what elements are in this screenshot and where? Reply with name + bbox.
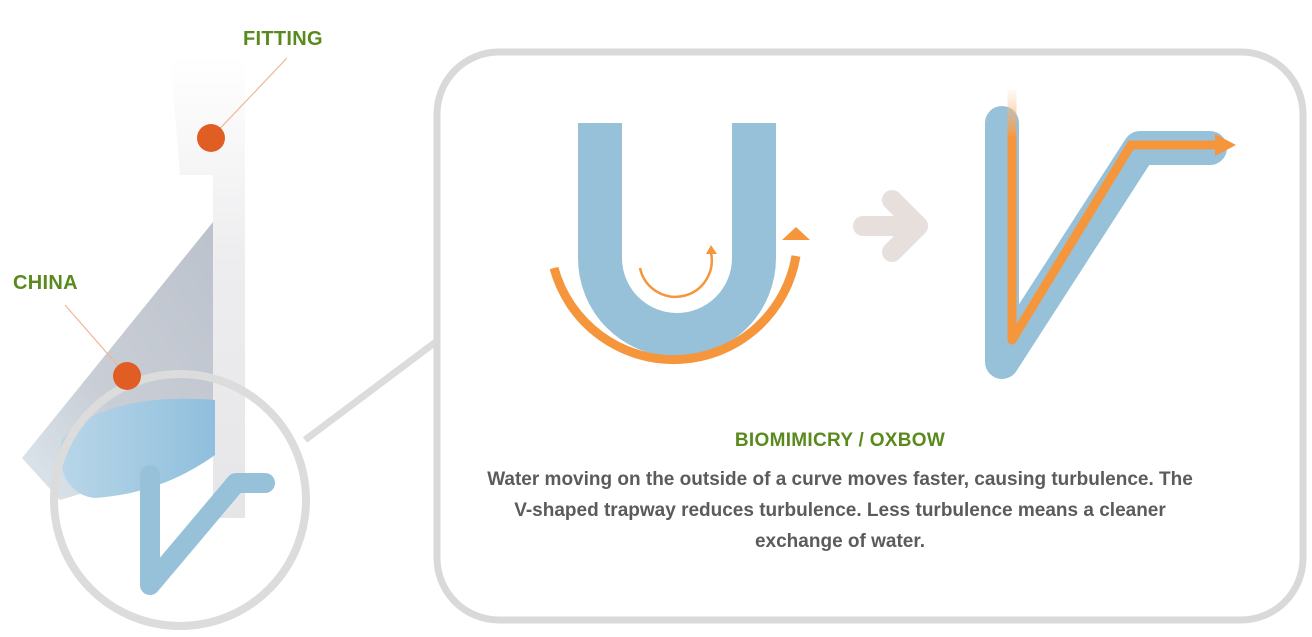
caption-body: Water moving on the outside of a curve m… — [487, 469, 1193, 552]
arrow-right-icon — [853, 190, 928, 262]
trapway-v-small — [140, 465, 275, 595]
u-trap-shape — [578, 123, 776, 357]
u-trap-diagram — [549, 123, 810, 365]
v-flow-fade — [1007, 90, 1017, 138]
fitting-leader-line — [210, 57, 288, 139]
magnifier-connector — [302, 332, 448, 443]
u-inner-arrowhead — [706, 245, 717, 254]
fitting-shape — [170, 55, 245, 518]
u-inner-flow — [638, 252, 713, 299]
detail-panel — [433, 48, 1307, 624]
v-flow-arrowhead — [1215, 134, 1236, 156]
toilet-cross-section — [22, 55, 448, 630]
china-leader-line — [64, 304, 128, 377]
fitting-marker — [197, 124, 225, 152]
china-marker — [113, 362, 141, 390]
u-outer-arrowhead — [782, 227, 810, 240]
v-trap-diagram — [985, 90, 1236, 379]
bowl-water — [60, 398, 216, 498]
v-flow-line — [1007, 136, 1217, 345]
magnifier-circle — [50, 370, 310, 630]
caption-title: BIOMIMICRY / OXBOW — [734, 430, 946, 451]
fitting-label: FITTING — [243, 28, 323, 50]
u-outer-flow — [549, 255, 801, 365]
china-label: CHINA — [13, 272, 78, 294]
